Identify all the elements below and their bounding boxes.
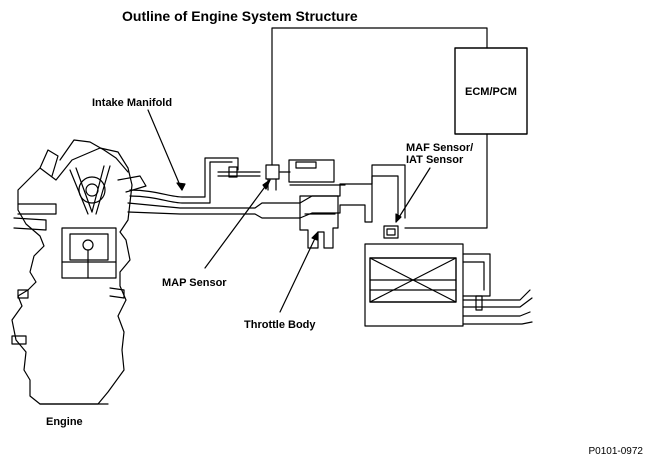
diagram-title: Outline of Engine System Structure [122, 8, 358, 24]
maf-sensor-leader [396, 168, 430, 222]
maf-sensor [384, 226, 398, 238]
throttle-body-label: Throttle Body [244, 319, 316, 331]
intake-manifold-leader [148, 110, 182, 190]
ecm-to-map-wire [272, 28, 487, 165]
ecm-to-maf-wire [405, 134, 487, 228]
intake-runner-upper [130, 158, 238, 197]
iat-sensor-label-line2: IAT Sensor [406, 154, 464, 166]
air-cleaner-box [365, 244, 463, 326]
throttle-body-leader [280, 232, 318, 312]
ecm-pcm-label: ECM/PCM [465, 86, 517, 98]
throttle-body [300, 196, 338, 248]
maf-sensor-label-line1: MAF Sensor/ [406, 142, 474, 154]
engine-drawing [12, 140, 146, 404]
engine-label: Engine [46, 416, 83, 428]
reference-code: P0101-0972 [588, 446, 644, 457]
intake-manifold-label: Intake Manifold [92, 97, 173, 109]
ecm-pcm-box [455, 48, 527, 134]
map-sensor-label: MAP Sensor [162, 277, 227, 289]
map-sensor-leader [205, 180, 270, 268]
map-sensor [266, 165, 279, 179]
